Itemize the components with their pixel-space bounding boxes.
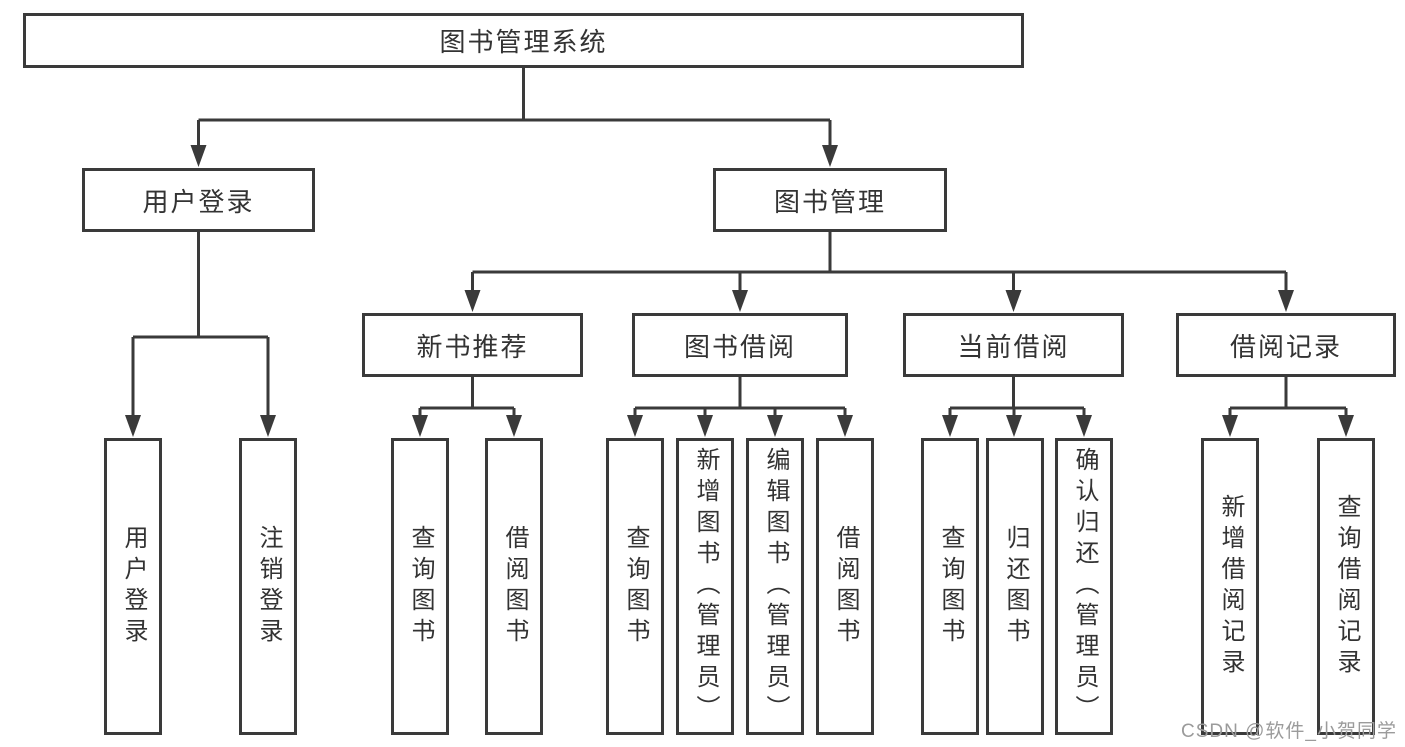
node-user-login-label: 用户登录 xyxy=(142,186,255,217)
leaf-recommend-borrow-books-label: 借阅图书 xyxy=(501,524,528,649)
node-book-management-label: 图书管理 xyxy=(773,186,886,217)
leaf-edit-books-admin-label: 编辑图书（管理员） xyxy=(762,447,789,726)
leaf-borrow-books-label: 借阅图书 xyxy=(832,524,859,649)
leaf-current-query-books-label: 查询图书 xyxy=(937,524,964,649)
node-current-borrow-label: 当前借阅 xyxy=(957,331,1070,362)
node-root-label: 图书管理系统 xyxy=(439,27,608,57)
leaf-query-borrow-record: 查询借阅记录 xyxy=(1317,438,1375,735)
node-book-borrow: 图书借阅 xyxy=(632,313,848,377)
leaf-recommend-query-books-label: 查询图书 xyxy=(407,524,434,649)
leaf-user-login: 用户登录 xyxy=(104,438,162,735)
leaf-add-books-admin: 新增图书（管理员） xyxy=(676,438,734,735)
leaf-user-login-label: 用户登录 xyxy=(120,524,147,649)
leaf-query-borrow-record-label: 查询借阅记录 xyxy=(1333,493,1360,680)
leaf-recommend-borrow-books: 借阅图书 xyxy=(485,438,543,735)
node-new-book-recommend-label: 新书推荐 xyxy=(416,331,529,362)
leaf-edit-books-admin: 编辑图书（管理员） xyxy=(746,438,804,735)
node-borrow-records-label: 借阅记录 xyxy=(1229,331,1342,362)
leaf-add-borrow-record-label: 新增借阅记录 xyxy=(1217,493,1244,680)
leaf-current-query-books: 查询图书 xyxy=(921,438,979,735)
node-current-borrow: 当前借阅 xyxy=(903,313,1124,377)
node-root: 图书管理系统 xyxy=(23,13,1024,68)
leaf-borrow-query-books-label: 查询图书 xyxy=(622,524,649,649)
leaf-logout: 注销登录 xyxy=(239,438,297,735)
leaf-add-borrow-record: 新增借阅记录 xyxy=(1201,438,1259,735)
leaf-borrow-query-books: 查询图书 xyxy=(606,438,664,735)
node-book-borrow-label: 图书借阅 xyxy=(683,331,796,362)
leaf-confirm-return-admin: 确认归还（管理员） xyxy=(1055,438,1113,735)
node-book-management: 图书管理 xyxy=(713,168,947,232)
leaf-confirm-return-admin-label: 确认归还（管理员） xyxy=(1071,447,1098,726)
leaf-recommend-query-books: 查询图书 xyxy=(391,438,449,735)
node-user-login: 用户登录 xyxy=(82,168,315,232)
leaf-return-books: 归还图书 xyxy=(986,438,1044,735)
node-new-book-recommend: 新书推荐 xyxy=(362,313,583,377)
csdn-watermark: CSDN @软件_小贺同学 xyxy=(1181,721,1397,742)
leaf-logout-label: 注销登录 xyxy=(255,524,282,649)
leaf-return-books-label: 归还图书 xyxy=(1002,524,1029,649)
leaf-borrow-books: 借阅图书 xyxy=(816,438,874,735)
leaf-add-books-admin-label: 新增图书（管理员） xyxy=(692,447,719,726)
node-borrow-records: 借阅记录 xyxy=(1176,313,1396,377)
